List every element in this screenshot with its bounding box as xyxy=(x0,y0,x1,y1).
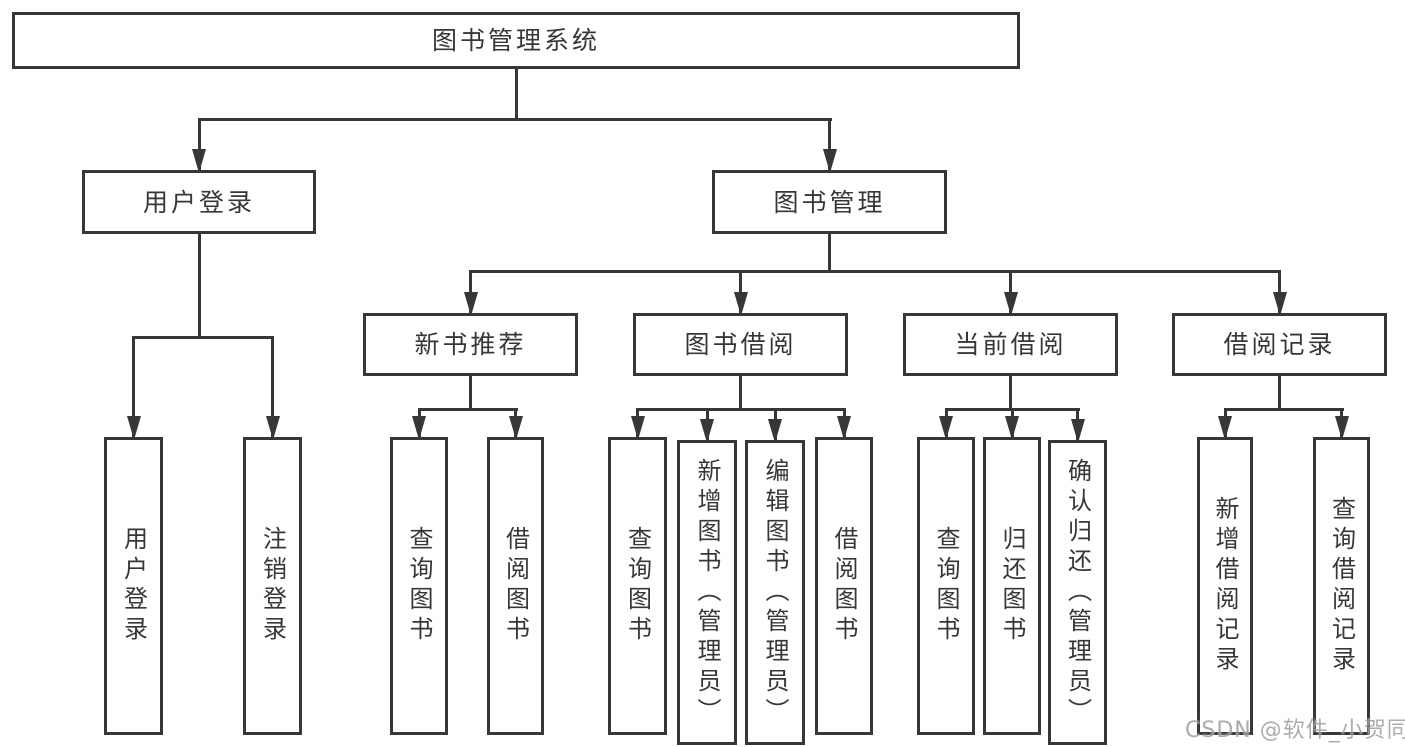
arrow-into-book-borrowing xyxy=(734,292,748,316)
connector-user-login-stem xyxy=(198,232,201,339)
connector-current-borrowing-stem xyxy=(1009,374,1012,411)
node-book-borrowing: 图书借阅 xyxy=(633,313,848,376)
node-root: 图书管理系统 xyxy=(12,12,1020,69)
node-leaf-rec-borrow-books: 借阅图书 xyxy=(487,437,544,735)
connector-user-login-drop xyxy=(198,118,201,170)
node-leaf-user-login: 用户登录 xyxy=(104,437,163,735)
arrow-into-current-borrowing xyxy=(1004,292,1018,316)
node-book-management: 图书管理 xyxy=(712,170,947,234)
arrow-into-user-login xyxy=(192,149,206,173)
arrow-into-leaf-rec-query-books xyxy=(412,416,426,440)
arrow-into-leaf-bb-query-books xyxy=(631,416,645,440)
connector-borrowing-records-drop xyxy=(1278,270,1281,313)
connector-borrowing-records-stem xyxy=(1278,374,1281,411)
node-leaf-rec-query-books: 查询图书 xyxy=(390,437,448,735)
node-new-book-recommend: 新书推荐 xyxy=(363,313,578,376)
arrow-into-leaf-cb-query-books xyxy=(939,416,953,440)
node-current-borrowing: 当前借阅 xyxy=(903,313,1118,376)
arrow-into-leaf-br-query-record xyxy=(1335,416,1349,440)
arrow-into-book-management xyxy=(823,149,837,173)
connector-new-book-recommend-branch xyxy=(418,408,518,411)
connector-book-borrowing-branch xyxy=(636,408,846,411)
arrow-into-leaf-br-add-record xyxy=(1218,416,1232,440)
node-leaf-cb-return-books: 归还图书 xyxy=(983,437,1041,735)
connector-book-borrowing-stem xyxy=(739,374,742,411)
connector-book-management-stem xyxy=(828,232,831,273)
arrow-into-leaf-bb-add-books xyxy=(700,419,714,443)
node-leaf-br-query-record: 查询借阅记录 xyxy=(1313,437,1370,735)
arrow-into-leaf-cb-confirm-return xyxy=(1071,419,1085,443)
connector-new-book-recommend-stem xyxy=(469,374,472,411)
node-leaf-bb-add-books: 新增图书（管理员） xyxy=(677,440,737,745)
node-leaf-cb-confirm-return: 确认归还（管理员） xyxy=(1048,440,1107,745)
node-leaf-logout: 注销登录 xyxy=(243,437,302,735)
node-leaf-bb-query-books: 查询图书 xyxy=(608,437,667,735)
connector-borrowing-records-branch xyxy=(1224,408,1344,411)
node-leaf-bb-edit-books: 编辑图书（管理员） xyxy=(745,440,805,745)
node-user-login: 用户登录 xyxy=(82,170,316,234)
arrow-into-leaf-bb-edit-books xyxy=(768,419,782,443)
node-borrowing-records: 借阅记录 xyxy=(1172,313,1387,376)
connector-user-login-branch xyxy=(132,336,274,339)
node-leaf-cb-query-books: 查询图书 xyxy=(917,437,975,735)
arrow-into-new-book-recommend xyxy=(464,292,478,316)
arrow-into-leaf-bb-borrow-books xyxy=(837,416,851,440)
connector-book-borrowing-drop xyxy=(739,270,742,313)
arrow-into-leaf-user-login xyxy=(127,416,141,440)
arrow-into-leaf-logout xyxy=(266,416,280,440)
connector-root-branch xyxy=(198,118,832,121)
node-leaf-br-add-record: 新增借阅记录 xyxy=(1197,437,1253,735)
arrow-into-leaf-rec-borrow-books xyxy=(509,416,523,440)
csdn-watermark: CSDN @软件_小贺同学 xyxy=(1185,718,1405,743)
connector-root-stem xyxy=(515,67,518,121)
connector-leaf-user-login-drop xyxy=(132,336,135,437)
arrow-into-leaf-cb-return-books xyxy=(1005,416,1019,440)
arrow-into-borrowing-records xyxy=(1273,292,1287,316)
connector-current-borrowing-drop xyxy=(1009,270,1012,313)
connector-book-management-drop xyxy=(828,118,831,170)
connector-new-book-recommend-drop xyxy=(469,270,472,313)
node-leaf-bb-borrow-books: 借阅图书 xyxy=(815,437,873,735)
connector-book-management-branch xyxy=(469,270,1281,273)
connector-leaf-logout-drop xyxy=(271,336,274,437)
